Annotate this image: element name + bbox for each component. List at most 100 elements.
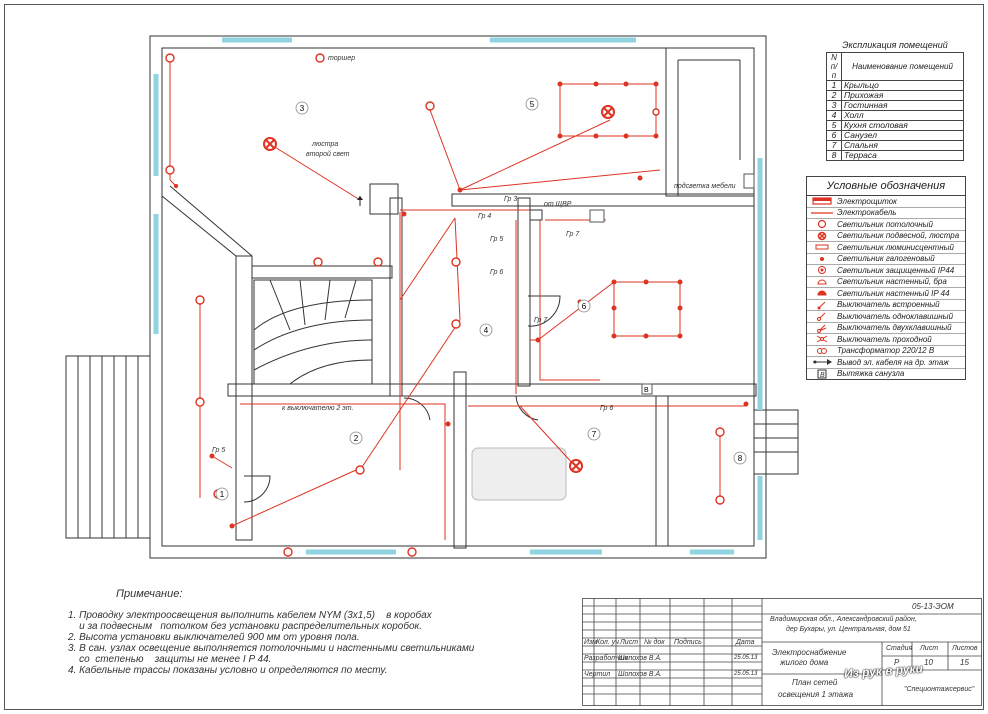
legend-row: В Вытяжка санузла: [807, 369, 965, 380]
explication-num: 2: [826, 90, 842, 101]
explication-num: 6: [826, 130, 842, 141]
header-list: Лист: [620, 639, 639, 646]
explication-name: Терраса: [841, 150, 964, 161]
svg-text:В: В: [820, 372, 825, 379]
legend-row: Выключатель проходной: [807, 334, 965, 346]
group-4: Гр 4: [478, 213, 491, 220]
note-line: 1. Проводку электроосвещения выполнить к…: [68, 610, 432, 621]
legend-row: Вывод эл. кабеля на др. этаж: [807, 357, 965, 369]
explication-name: Прихожая: [841, 90, 964, 101]
legend-title: Условные обозначения: [807, 177, 965, 196]
room-number-7: 7: [592, 430, 597, 439]
group-5-porch: Гр 5: [212, 447, 225, 454]
windows: [153, 37, 763, 555]
legend-label: Светильник потолочный: [837, 219, 933, 229]
chandeliers: [263, 105, 615, 473]
legend-row: Светильник настенный IP 44: [807, 288, 965, 300]
note-line: 2. Высота установки выключателей 900 мм …: [68, 632, 360, 643]
legend-label: Выключатель встроенный: [837, 300, 940, 310]
panel-icon: [812, 197, 832, 205]
drawing-frame: [4, 4, 984, 710]
switches: [173, 175, 749, 529]
explication-name: Холл: [841, 110, 964, 121]
room-explication: Экспликация помещений N п/п Наименование…: [826, 40, 964, 161]
legend-label: Светильник защищенный IP44: [837, 265, 955, 275]
explication-name: Санузел: [841, 130, 964, 141]
sheets-value: 15: [960, 658, 969, 667]
drafter-date: 25.05.13: [734, 671, 758, 677]
legend-row: Трансформатор 220/12 В: [807, 346, 965, 357]
legend-row: Светильник галогеновый: [807, 254, 965, 265]
drafter-name: Шопохов В.А.: [618, 671, 663, 678]
legend-label: Выключатель одноклавишный: [837, 311, 954, 321]
fluor-icon: [815, 244, 829, 250]
legend-label: Выключатель проходной: [837, 334, 932, 344]
header-date: Дата: [736, 639, 755, 646]
legend-row: Выключатель встроенный: [807, 300, 965, 311]
developer-date: 25.05.13: [734, 655, 758, 661]
ceiling-icon: [817, 220, 827, 229]
group-3: Гр 3: [504, 196, 517, 203]
room-number-8: 8: [738, 454, 743, 463]
chandelier-label: люстра: [311, 141, 338, 148]
explication-title: Экспликация помещений: [842, 40, 948, 50]
sheet-title-1: План сетей: [792, 678, 838, 687]
legend-row: Электрощиток: [807, 196, 965, 208]
legend-label: Светильник настенный IP 44: [837, 288, 950, 298]
header-sign: Подпись: [674, 639, 702, 646]
legend-row: Электрокабель: [807, 208, 965, 219]
explication-num: 7: [826, 140, 842, 151]
sw_builtin-icon: [817, 301, 826, 310]
sheet-title-2: освещения 1 этажа: [778, 690, 854, 699]
sheet-value: 10: [924, 658, 933, 667]
legend-label: Вывод эл. кабеля на др. этаж: [837, 357, 949, 367]
cable-out-arrow-head: [357, 196, 363, 200]
title-block: 05-13-ЭОМ Владимирская обл., Александров…: [582, 598, 982, 706]
sw_two-icon: [817, 324, 827, 333]
room-numbers: 1 2 3 4 5 6 7 8: [215, 97, 747, 501]
room-number-2: 2: [354, 434, 359, 443]
developer-name: Шопохов В.А.: [618, 655, 663, 662]
watermark: Из рук в руки: [843, 661, 924, 681]
legend-label: Выключатель двухклавишный: [837, 323, 952, 333]
hood-mark: В: [644, 387, 649, 394]
legend-row: Светильник настенный, бра: [807, 277, 965, 288]
light-fixtures: [165, 53, 725, 557]
room-number-5: 5: [530, 100, 535, 109]
group-6: Гр 6: [490, 269, 503, 276]
hood-unit: [589, 209, 605, 223]
address-line-1: Владимирская обл., Александровский район…: [770, 616, 917, 623]
legend-label: Светильник галогеновый: [837, 254, 935, 264]
pendant-icon: [817, 231, 827, 241]
electrical-panel: [529, 209, 543, 221]
note-line: и за подвесным потолком без установки ра…: [68, 621, 423, 632]
legend-row: Выключатель одноклавишный: [807, 311, 965, 323]
legend-label: Трансформатор 220/12 В: [837, 346, 935, 356]
drafter-role: Чертил: [584, 671, 611, 678]
explication-name: Крыльцо: [841, 80, 964, 91]
sw_one-icon: [817, 312, 826, 322]
header-kol: Кол. уч: [596, 639, 619, 646]
room-number-3: 3: [300, 104, 305, 113]
header-izm: Изм: [584, 639, 597, 646]
address-line-2: дер Бухары, ул. Центральная, дом 51: [786, 626, 911, 633]
legend-label: Вытяжка санузла: [837, 369, 905, 379]
room-number-4: 4: [484, 326, 489, 335]
walls: [65, 35, 799, 559]
explication-num: 8: [826, 150, 842, 161]
furniture-light-label: подсветка мебели: [674, 182, 736, 190]
legend-row: Выключатель двухклавишный: [807, 323, 965, 334]
stage-value: Р: [894, 658, 900, 667]
note-line: со степенью защиты не менее I P 44.: [68, 654, 272, 665]
legend-row: Светильник люминисцентный: [807, 242, 965, 254]
legend-label: Электрокабель: [837, 208, 897, 218]
title-block-lines: [582, 598, 982, 706]
wall44-icon: [817, 290, 827, 296]
note-line: 3. В сан. узлах освещение выполняется по…: [68, 643, 475, 654]
